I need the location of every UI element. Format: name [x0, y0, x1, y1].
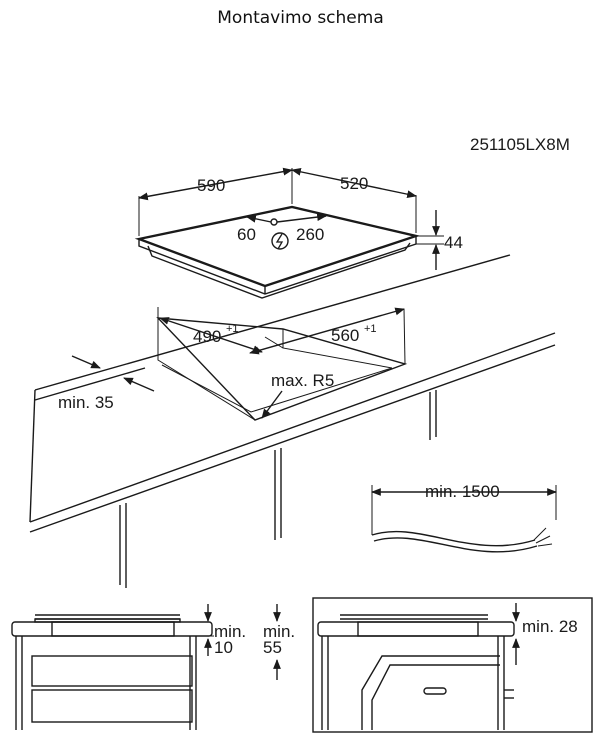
- cutout-depth: 560: [331, 326, 359, 345]
- edge-distance: min. 35: [58, 393, 114, 412]
- hob-depth: 520: [340, 174, 368, 193]
- dim-cutout-width: [159, 317, 263, 353]
- gap-b-value: 55: [263, 638, 282, 657]
- power-connection-icon: [271, 232, 289, 250]
- connection-right: 260: [296, 225, 324, 244]
- hob-width: 590: [197, 176, 225, 195]
- power-cable: [371, 527, 553, 553]
- dim-cutout-depth: [249, 307, 405, 355]
- cabinet-legs: [119, 390, 437, 588]
- connection-left: 60: [237, 225, 256, 244]
- page-title: Montavimo schema: [217, 8, 384, 28]
- hob-height: 44: [444, 233, 463, 252]
- dim-width-line: [138, 167, 293, 201]
- cable-length: min. 1500: [425, 482, 500, 501]
- right-section-drawing: [317, 614, 515, 730]
- cutout-width: 490: [193, 327, 221, 346]
- cutout-width-tol: +1: [226, 323, 239, 335]
- gap-a-value: 10: [214, 638, 233, 657]
- gap-right: min. 28: [522, 617, 578, 636]
- cutout-radius: max. R5: [271, 371, 334, 390]
- gap-b-label: min.: [263, 622, 295, 641]
- hob-drawing: [134, 205, 421, 299]
- right-section-frame: [312, 597, 593, 733]
- cutout-depth-tol: +1: [364, 323, 377, 335]
- gap-a-label: min.: [214, 622, 246, 641]
- model-code: 251105LX8M: [470, 135, 570, 154]
- dim-depth-line: [291, 167, 417, 199]
- left-section-drawing: [11, 614, 213, 730]
